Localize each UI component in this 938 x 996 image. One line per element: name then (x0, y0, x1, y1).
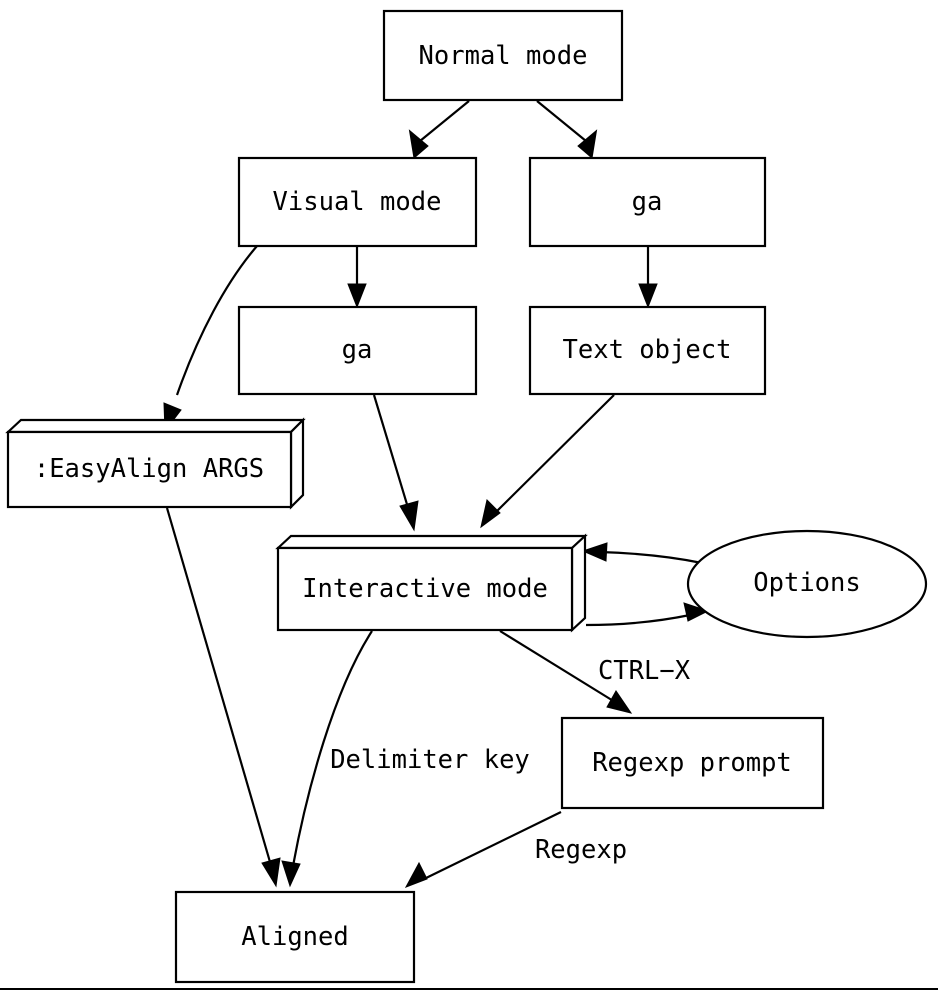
node-regexp-prompt[interactable]: Regexp prompt (560, 716, 825, 810)
node-label-text-object: Text object (563, 335, 732, 365)
edge-normal-to-visual (408, 100, 470, 159)
edge-interactive-to-regexp-prompt: CTRL−X (499, 630, 691, 714)
node-label-visual-mode: Visual mode (273, 187, 442, 217)
node-label-options: Options (753, 568, 860, 598)
node-aligned[interactable]: Aligned (174, 890, 416, 984)
node-text-object[interactable]: Text object (528, 305, 767, 396)
node-label-interactive-mode: Interactive mode (302, 574, 548, 604)
node-ga-left[interactable]: ga (237, 305, 478, 396)
node-visual-mode[interactable]: Visual mode (237, 156, 478, 248)
node-interactive-mode[interactable]: Interactive mode (275, 533, 588, 633)
edge-options-to-interactive (581, 542, 703, 565)
node-label-ga-right: ga (632, 187, 663, 217)
node-label-regexp-prompt: Regexp prompt (592, 748, 792, 778)
node-label-easyalign-args: :EasyAlign ARGS (34, 454, 264, 484)
node-easyalign-args[interactable]: :EasyAlign ARGS (5, 417, 306, 510)
edge-interactive-to-aligned: Delimiter key (281, 630, 530, 888)
edge-regexp-prompt-to-aligned: Regexp (404, 811, 627, 888)
edge-easyalign-to-aligned (165, 507, 281, 888)
edge-ga-left-to-interactive (372, 394, 419, 532)
node-options[interactable]: Options (686, 529, 928, 639)
edge-ga-right-to-text-object (638, 246, 658, 309)
node-label-ga-left: ga (342, 335, 373, 365)
edge-label-delimiter-key: Delimiter key (330, 745, 530, 775)
node-normal-mode[interactable]: Normal mode (382, 9, 624, 102)
node-ga-right[interactable]: ga (528, 156, 767, 248)
edge-interactive-to-options (585, 602, 710, 627)
node-label-aligned: Aligned (241, 922, 348, 952)
edge-label-ctrl-x: CTRL−X (598, 656, 691, 686)
edge-normal-to-ga-right (536, 100, 598, 159)
edge-visual-to-ga-left (347, 246, 367, 309)
edge-label-regexp: Regexp (535, 835, 627, 865)
node-label-normal-mode: Normal mode (419, 41, 588, 71)
edge-text-object-to-interactive (480, 394, 615, 529)
